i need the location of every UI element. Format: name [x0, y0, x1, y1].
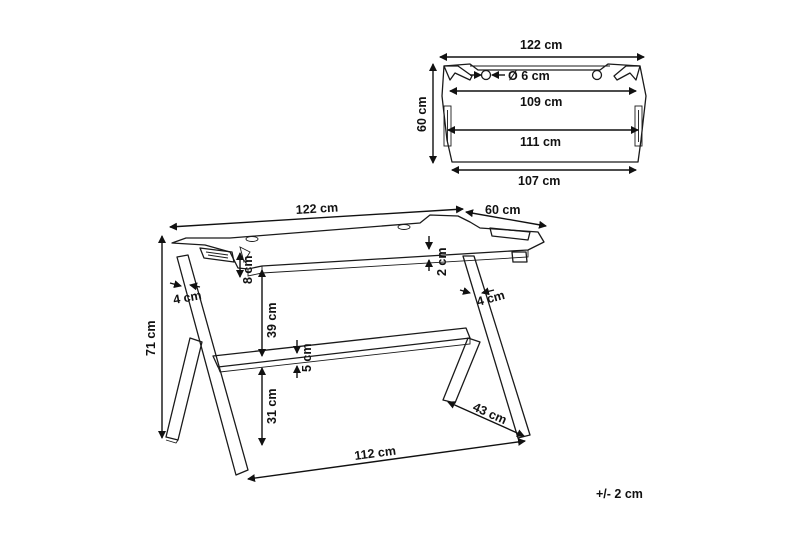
perspective-view: 122 cm 60 cm 2 cm 8 cm 4 cm 4 cm 71 cm 3…	[144, 200, 547, 483]
base-width-line	[247, 437, 526, 483]
top-view-cable-hole-right	[591, 69, 603, 81]
right-leg-width-label: 4 cm	[475, 288, 506, 309]
crossbar-upper-label: 39 cm	[265, 303, 279, 338]
top-view-front-width-label: 107 cm	[518, 174, 560, 188]
depth-label: 60 cm	[485, 203, 520, 217]
foot-length-label: 43 cm	[471, 400, 509, 427]
left-leg-width-label: 4 cm	[172, 288, 202, 307]
right-leg-front	[442, 337, 481, 404]
width-label: 122 cm	[295, 200, 338, 217]
hook-height-label: 8 cm	[241, 256, 255, 285]
tolerance-note: +/- 2 cm	[596, 487, 643, 501]
left-leg-front	[165, 337, 203, 441]
height-label: 71 cm	[144, 321, 158, 356]
top-view-depth-label: 60 cm	[415, 97, 429, 132]
foot-length-line	[447, 401, 525, 437]
cable-hole-right	[397, 224, 411, 230]
width-line	[169, 205, 464, 231]
top-view-width-label: 122 cm	[520, 38, 562, 52]
base-width-label: 112 cm	[354, 444, 397, 463]
depth-line	[465, 209, 547, 229]
top-view-middle-width-label: 111 cm	[520, 135, 561, 149]
top-thickness-label: 2 cm	[435, 248, 449, 277]
top-view-right-hook	[613, 65, 641, 81]
top-view-cable-hole-left	[480, 69, 492, 81]
crossbar	[212, 327, 471, 368]
right-hook	[489, 227, 531, 241]
crossbar-lower-label: 31 cm	[265, 389, 279, 424]
right-leg-back	[462, 255, 531, 439]
top-view: 122 cm Ø 6 cm 109 cm 111 cm 107 cm 60 cm	[415, 38, 647, 188]
left-hook	[199, 247, 235, 263]
top-view-inner-width-label: 109 cm	[520, 95, 562, 109]
crossbar-thickness-label: 5 cm	[300, 344, 314, 373]
hole-diameter-label: Ø 6 cm	[508, 69, 550, 83]
top-view-left-hook	[443, 65, 473, 81]
cable-hole-left	[245, 236, 259, 242]
top-view-outline	[441, 63, 647, 163]
